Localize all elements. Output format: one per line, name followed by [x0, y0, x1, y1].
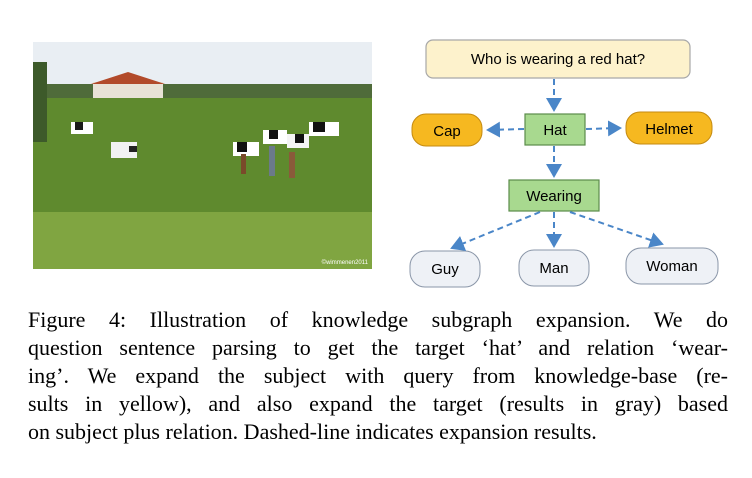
target-node-label: Hat	[543, 122, 567, 139]
question-text: Who is wearing a red hat?	[471, 51, 645, 68]
target-expansion-woman	[625, 247, 719, 285]
caption-line: question sentence parsing to get the tar…	[28, 335, 728, 360]
relation-node-label: Wearing	[526, 188, 582, 205]
subject-expansion-helmet	[625, 111, 713, 145]
background-trees	[33, 84, 372, 98]
cow	[111, 142, 137, 158]
person	[289, 152, 295, 178]
subject-expansion-label: Helmet	[645, 121, 693, 138]
target-expansion-label: Woman	[646, 258, 697, 275]
arrow-hat-to-cap	[486, 121, 525, 138]
arrow-wearing-to-guy	[450, 211, 541, 251]
cow	[263, 130, 287, 144]
knowledge-graph-diagram: Who is wearing a red hat? Hat Cap Helmet…	[409, 39, 719, 288]
caption-line: ing’. We expand the subject with query f…	[28, 363, 728, 388]
sky	[33, 42, 372, 92]
cows-field-photo: ©wimmenen2011	[33, 42, 372, 269]
arrow-wearing-to-woman	[569, 211, 664, 248]
target-expansion-label: Guy	[431, 261, 459, 278]
target-expansion-man	[518, 249, 590, 287]
caption-line: sults in yellow), and also expand the ta…	[28, 391, 728, 416]
target-expansion-guy	[409, 250, 481, 288]
person	[269, 146, 275, 176]
cow	[71, 122, 93, 134]
cow	[233, 142, 259, 156]
cow	[309, 122, 339, 136]
cow	[287, 134, 309, 148]
subject-expansion-cap	[411, 113, 483, 147]
figure-caption: Figure 4: Illustration of knowledge subg…	[28, 306, 728, 446]
target-expansion-label: Man	[539, 260, 568, 277]
caption-line: on subject plus relation. Dashed-line in…	[28, 419, 597, 444]
subject-expansion-label: Cap	[433, 123, 461, 140]
farmhouse	[93, 82, 163, 100]
relation-node-wearing	[508, 179, 600, 212]
question-box	[425, 39, 691, 79]
target-node-hat	[524, 113, 586, 146]
photo-watermark: ©wimmenen2011	[322, 259, 369, 266]
caption-line: Figure 4: Illustration of knowledge subg…	[28, 307, 728, 332]
person	[241, 154, 246, 174]
arrow-hat-to-helmet	[585, 120, 622, 137]
farmhouse-roof	[91, 72, 165, 84]
field-foreground	[33, 212, 372, 269]
tree-left	[33, 62, 47, 142]
